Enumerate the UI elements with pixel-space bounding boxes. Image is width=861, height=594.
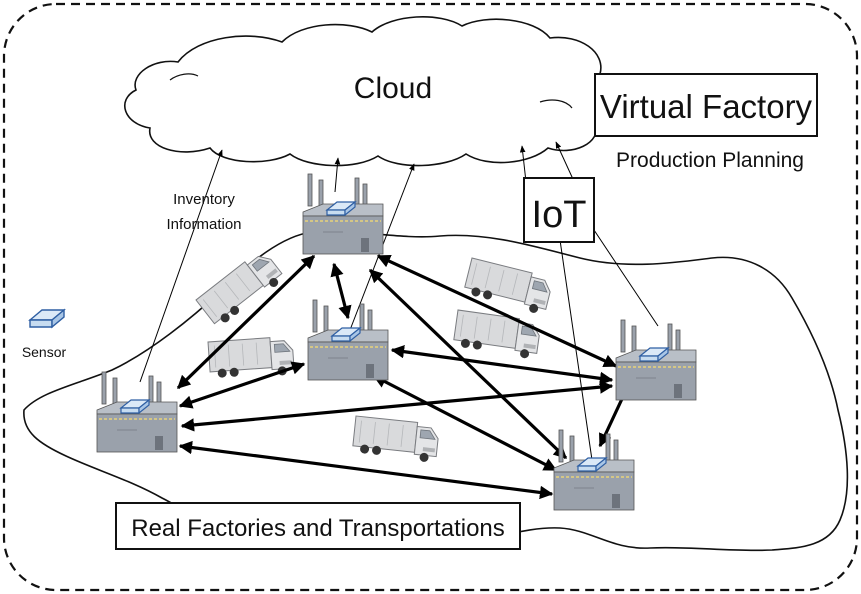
- inventory-label-line2: Information: [166, 216, 241, 233]
- iot-label: IoT: [532, 194, 587, 236]
- factory-icon: [302, 173, 384, 255]
- sensor-icon: [28, 308, 66, 329]
- virtual-factory-box: [594, 73, 818, 137]
- production-planning-label: Production Planning: [616, 149, 804, 172]
- sensor-label: Sensor: [22, 344, 67, 360]
- transport-arrows: [176, 254, 630, 500]
- real-factories-label: Real Factories and Transportations: [131, 515, 505, 542]
- inventory-label-line1: Inventory: [173, 191, 235, 208]
- cloud-label: Cloud: [354, 72, 432, 105]
- virtual-factory-label: Virtual Factory: [600, 88, 813, 125]
- real-factories-box: [115, 502, 521, 550]
- iot-box: [523, 177, 595, 243]
